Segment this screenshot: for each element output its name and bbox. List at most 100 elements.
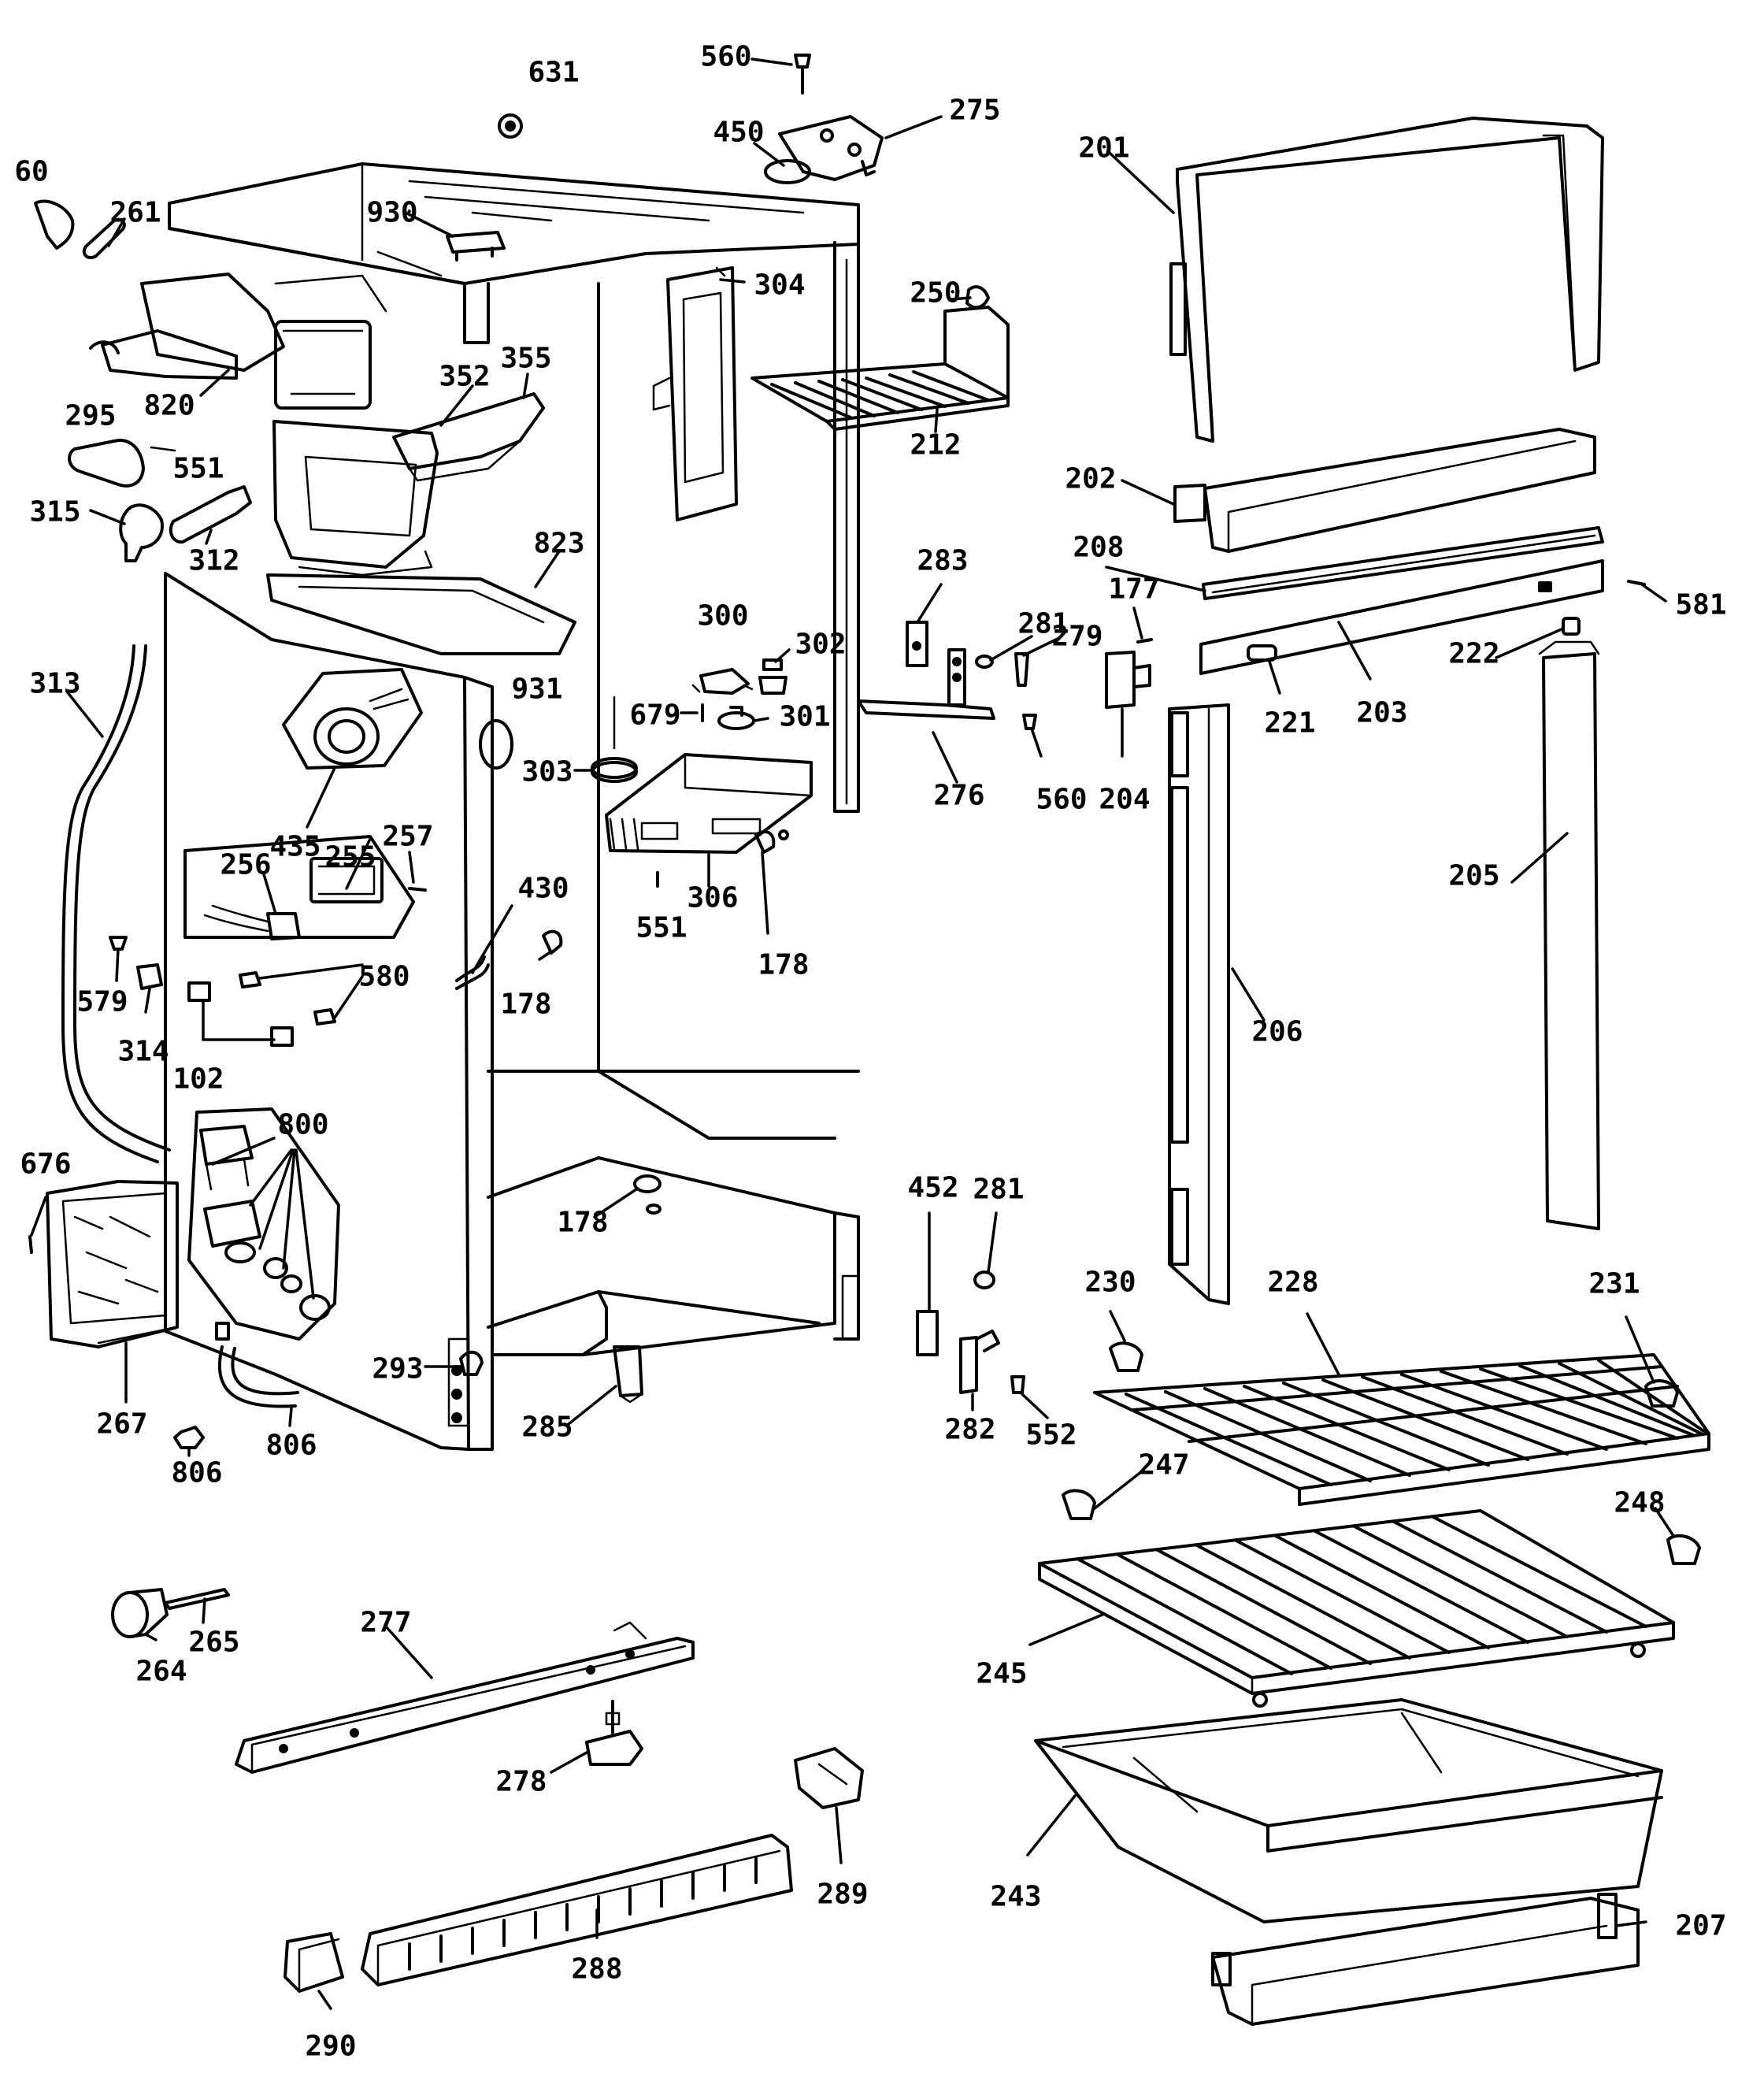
callout-435: 435 xyxy=(269,831,321,863)
part-245-crisper-cover xyxy=(1038,1509,1675,1708)
part-281-washer-top xyxy=(975,655,994,669)
part-579-screw xyxy=(109,936,128,951)
callout-278: 278 xyxy=(495,1766,547,1798)
part-208-breaker-strip xyxy=(1202,526,1604,600)
callout-204: 204 xyxy=(1099,784,1150,816)
part-277-base-rail xyxy=(235,1621,695,1774)
part-285-bracket xyxy=(613,1345,643,1404)
part-315-elbow xyxy=(119,503,164,562)
part-60-knob xyxy=(34,199,75,250)
callout-257: 257 xyxy=(382,821,433,853)
part-313-water-tube xyxy=(61,644,171,1163)
callout-930: 930 xyxy=(366,197,417,229)
part-279-pin xyxy=(1014,652,1029,687)
callout-676: 676 xyxy=(20,1148,71,1181)
part-435-lamp-socket xyxy=(282,668,423,770)
part-452-plate xyxy=(916,1310,939,1356)
part-303-fan-motor xyxy=(591,695,638,783)
callout-267: 267 xyxy=(96,1408,147,1441)
part-231-support-right xyxy=(1644,1379,1679,1408)
callout-581: 581 xyxy=(1675,589,1726,621)
part-212-freezer-shelf xyxy=(750,306,1010,431)
callout-277: 277 xyxy=(360,1607,411,1639)
part-205-door-strip xyxy=(1538,640,1600,1230)
part-800-valve-assembly xyxy=(187,1107,340,1341)
callout-255: 255 xyxy=(324,841,376,874)
callout-312: 312 xyxy=(188,545,239,577)
part-275-top-hinge xyxy=(778,115,884,181)
part-290-end-cap xyxy=(284,1932,344,1993)
part-293-clip xyxy=(459,1350,484,1376)
part-631-plug xyxy=(498,113,523,139)
callout-177: 177 xyxy=(1108,573,1159,606)
leader-lines xyxy=(30,57,1675,2010)
callout-551: 551 xyxy=(172,453,224,485)
part-255-light-shield xyxy=(183,835,415,939)
callout-245: 245 xyxy=(976,1658,1027,1690)
callout-820: 820 xyxy=(143,390,195,422)
part-304-duct xyxy=(652,266,738,521)
callout-275: 275 xyxy=(949,95,1000,127)
callout-102: 102 xyxy=(172,1063,224,1096)
part-355-scoop xyxy=(392,392,545,482)
callout-276: 276 xyxy=(933,780,984,812)
callout-301: 301 xyxy=(779,701,830,733)
callout-205: 205 xyxy=(1448,860,1499,892)
part-931-cover xyxy=(479,719,513,770)
part-560-screw xyxy=(794,54,811,95)
callout-208: 208 xyxy=(1073,532,1124,564)
part-551-screw-top xyxy=(150,446,176,452)
callout-293: 293 xyxy=(372,1353,423,1385)
callout-304: 304 xyxy=(754,269,805,302)
callout-279: 279 xyxy=(1051,621,1102,653)
callout-552: 552 xyxy=(1025,1419,1077,1452)
part-352-ice-bucket xyxy=(272,420,439,577)
part-265-pin xyxy=(164,1588,230,1610)
part-301-fan-blade xyxy=(717,706,755,730)
part-261-sleeve xyxy=(82,217,126,260)
callout-281: 281 xyxy=(1017,608,1069,640)
part-177-screw xyxy=(1136,638,1153,644)
callout-256: 256 xyxy=(220,849,271,881)
part-102-clips xyxy=(187,981,294,1047)
part-676-screw xyxy=(28,1235,33,1254)
callout-631: 631 xyxy=(528,57,579,89)
callout-206: 206 xyxy=(1251,1016,1303,1048)
part-820-ice-maker xyxy=(89,273,387,410)
callout-283: 283 xyxy=(917,545,968,577)
callout-314: 314 xyxy=(117,1036,169,1068)
callout-313: 313 xyxy=(29,668,80,700)
callout-212: 212 xyxy=(910,429,961,462)
callout-203: 203 xyxy=(1356,697,1407,729)
part-823-tray xyxy=(266,573,576,655)
callout-288: 288 xyxy=(571,1953,622,1986)
part-302-nut xyxy=(758,658,788,695)
part-306-control-housing xyxy=(605,753,813,854)
part-580-screws xyxy=(239,971,336,1026)
part-204-hinge-plate xyxy=(1105,651,1151,709)
callout-560-mid: 560 xyxy=(1036,784,1087,816)
part-264-bushing xyxy=(111,1588,169,1638)
cabinet-interior-liner xyxy=(487,282,860,1356)
callout-823: 823 xyxy=(533,528,584,560)
callout-560: 560 xyxy=(700,41,751,73)
callout-430: 430 xyxy=(517,873,569,905)
callout-247: 247 xyxy=(1138,1449,1189,1482)
part-552-screw xyxy=(1010,1375,1025,1394)
part-314-bracket xyxy=(136,963,163,990)
callout-352: 352 xyxy=(439,361,490,393)
part-178-plugs xyxy=(542,829,789,1215)
callout-450: 450 xyxy=(713,117,764,149)
callout-228: 228 xyxy=(1267,1267,1318,1299)
callout-303: 303 xyxy=(521,756,573,788)
part-806-tube xyxy=(173,1345,299,1449)
part-248-support-right xyxy=(1666,1534,1701,1565)
callout-800: 800 xyxy=(277,1109,328,1141)
part-300-fan-bracket xyxy=(691,668,754,695)
callout-178-b: 178 xyxy=(500,989,551,1021)
callout-580: 580 xyxy=(358,961,410,993)
callout-178: 178 xyxy=(758,949,809,981)
part-281-washer-bottom xyxy=(973,1270,995,1289)
callout-250: 250 xyxy=(910,277,961,310)
